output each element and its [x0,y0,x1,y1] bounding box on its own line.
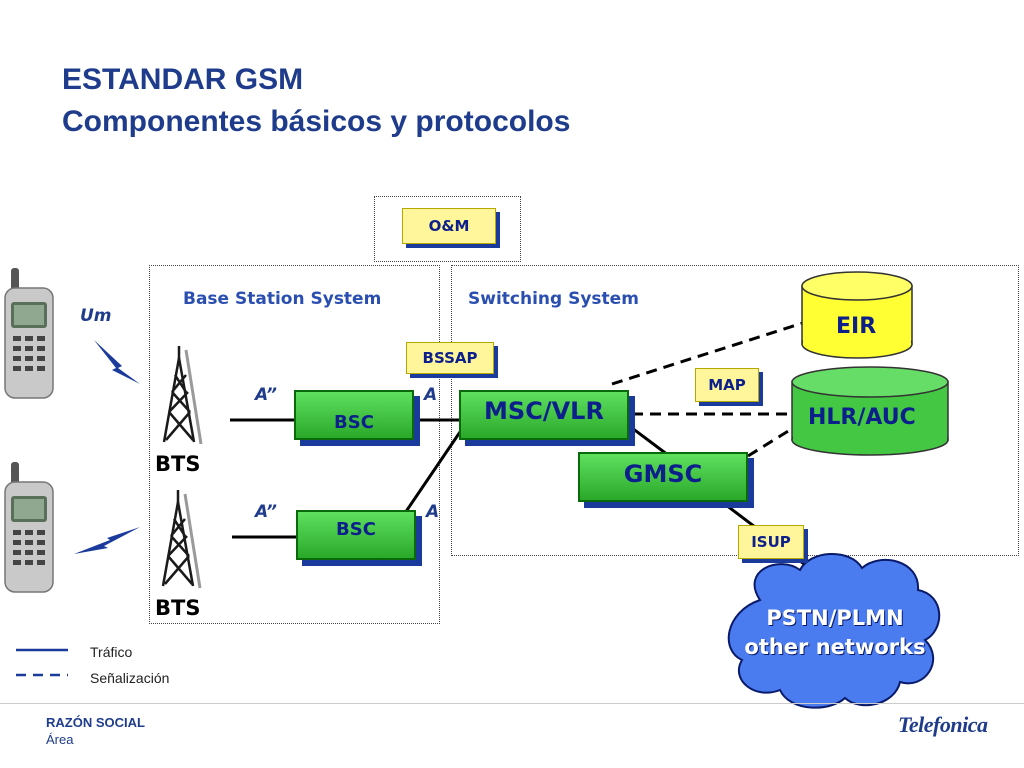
gmsc-node: GMSC [578,452,748,502]
a-interface-label-2: A [426,502,440,522]
pstn-line1: PSTN/PLMN [766,606,904,630]
isup-label: ISUP [751,533,791,551]
legend-traffic-text: Tráfico [90,644,133,660]
bts-tower-2-shadow [183,493,202,589]
gmsc-label: GMSC [623,460,703,488]
bts-label-1: BTS [155,452,201,476]
telefonica-logo: Telefonica [898,712,988,737]
bsc-node-2: BSC [296,510,416,560]
om-label: O&M [428,217,470,235]
bss-region-label: Base Station System [183,289,382,309]
pstn-cloud-label: PSTN/PLMN other networks [732,604,938,662]
ss-region [451,265,1019,556]
a-interface-label-1: A [424,385,438,405]
bts-label-2: BTS [155,596,201,620]
bsc-node-1: BSC [294,390,414,440]
link-msc-gmsc [627,423,669,457]
msc-vlr-label: MSC/VLR [484,397,604,425]
msc-vlr-node: MSC/VLR [459,390,629,440]
radio-bolt-1 [94,340,140,384]
hlr-database-shape [791,366,949,456]
bss-region [149,265,440,624]
hlr-auc-label: HLR/AUC [808,405,916,430]
bts-tower-1-shadow [184,349,203,445]
eir-label: EIR [836,314,877,339]
mobile-phone-1 [4,268,54,399]
ss-region-label: Switching System [468,289,639,309]
bsc-node-2-label: BSC [336,518,376,540]
isup-protocol-badge: ISUP [738,525,804,559]
pstn-cloud-shape [727,553,941,709]
mobile-phone-2 [4,462,54,593]
link-bsc2-msc [403,431,462,514]
sig-msc-eir [611,320,807,386]
eir-database-shape [801,271,913,359]
page-title-line2: Componentes básicos y protocolos [62,105,571,138]
bts-tower-1 [162,346,196,443]
radio-bolt-2 [74,527,140,554]
bssap-label: BSSAP [422,349,478,367]
pstn-line2: other networks [744,635,926,659]
footer-area: Área [46,732,74,747]
bssap-protocol-badge: BSSAP [406,342,494,374]
um-interface-label: Um [80,306,112,326]
map-protocol-badge: MAP [695,368,759,402]
bts-tower-2 [161,490,195,587]
map-label: MAP [708,376,746,394]
legend-signaling-text: Señalización [90,670,170,686]
om-node: O&M [402,208,496,244]
footer-company: RAZÓN SOCIAL [46,715,145,730]
page-title-line1: ESTANDAR GSM [62,63,304,96]
footer-divider [0,703,1024,704]
a-bis-label-1: A” [255,385,278,405]
om-region [374,196,521,262]
a-bis-label-2: A” [255,502,278,522]
bsc-node-1-label: BSC [334,411,374,433]
